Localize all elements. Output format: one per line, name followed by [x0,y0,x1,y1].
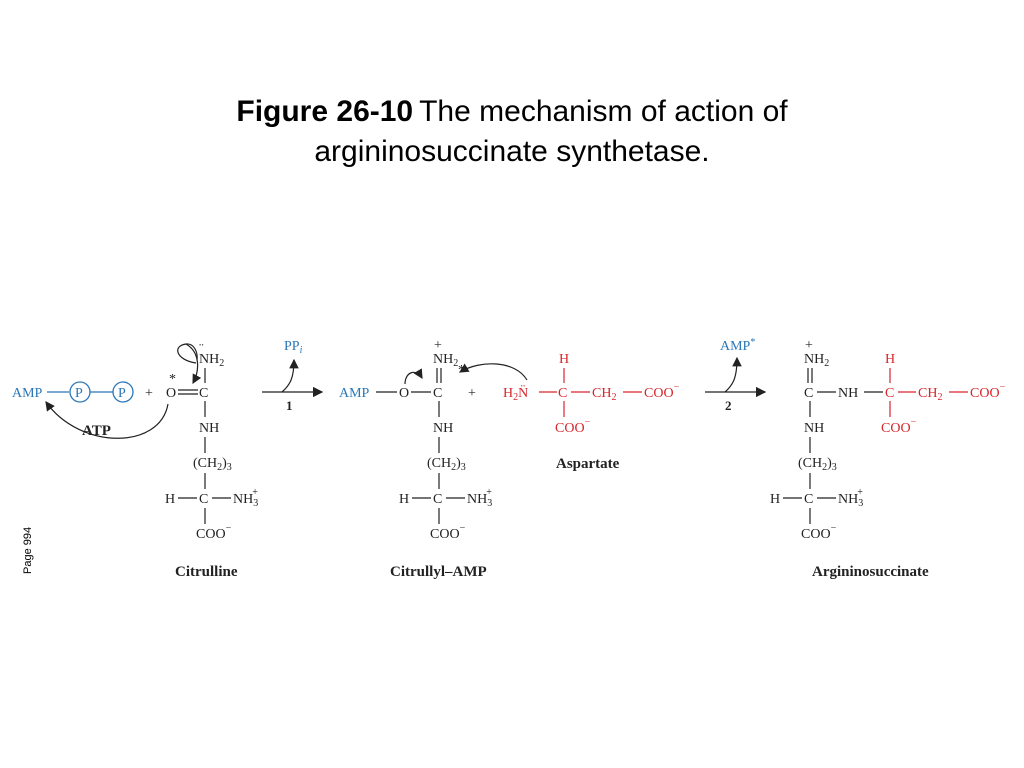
citrulline-structure: ¨ NH2 * O C NH (CH2)3 H C NH3+ COO− [165,342,258,542]
citrullyl-amp-o: O [399,386,409,401]
citrullyl-amp-ch2: (CH2)3 [427,456,466,473]
citrulline-h: H [165,492,175,507]
atp-group: AMP P P [12,381,134,403]
aspartate-structure: H H2N̈ C CH2 COO− COO− [503,352,680,436]
argsucc-alpha-c: C [804,492,813,507]
step1-number: 1 [286,398,293,413]
step2-branch-arrow [724,356,742,393]
curly-arrow-amp-leave [404,368,423,385]
curly-arrow-to-c [185,343,202,385]
argsucc-coo-alpha: COO− [881,417,917,436]
step2-amp: AMP* [720,337,755,354]
argsucc-nh2: NH2 [804,352,829,369]
argsucc-c-red: C [885,386,894,401]
argsucc-c: C [804,386,813,401]
argsucc-coo-side: COO− [970,382,1006,401]
aspartate-h2n: H2N̈ [503,384,528,403]
argininosuccinate-structure: + NH2 C NH H C CH2 COO− COO− NH (CH2)3 H… [770,338,1006,542]
aspartate-ch2: CH2 [592,386,616,403]
argsucc-nh3: NH3+ [838,487,863,509]
figure-caption-line2: argininosuccinate synthetase. [314,135,710,168]
argsucc-plus: + [805,338,813,353]
step1-branch-arrow [281,358,299,393]
curly-arrow-nh2 [177,343,198,364]
argsucc-ch2-chain: (CH2)3 [798,456,837,473]
aspartate-coo-side: COO− [644,382,680,401]
citrullyl-amp-structure: AMP O C + NH2 * NH (CH2)3 H C NH3+ COO− [339,338,492,542]
atp-amp: AMP [12,386,43,401]
lone-pair-dots: ¨ [199,342,204,357]
argsucc-nh-link: NH [838,386,858,401]
plus-sign-2: + [468,386,476,401]
citrulline-o: O [166,386,176,401]
citrullyl-amp-plus: + [434,338,442,353]
atp-p1: P [75,386,83,401]
aspartate-coo-alpha: COO− [555,417,591,436]
plus-sign-1: + [145,386,153,401]
citrullyl-amp-nh2: NH2 [433,352,458,369]
aspartate-c: C [558,386,567,401]
curly-arrow-aspartate-attack [458,363,528,381]
figure-number: Figure 26-10 [236,95,414,128]
citrulline-label: Citrulline [175,564,238,580]
atp-label: ATP [82,423,111,439]
citrullyl-amp-amp: AMP [339,386,370,401]
citrullyl-amp-alpha-c: C [433,492,442,507]
citrulline-nh3: NH3+ [233,487,258,509]
atp-p2: P [118,386,126,401]
argsucc-nh: NH [804,421,824,436]
argininosuccinate-label: Argininosuccinate [812,564,929,580]
argsucc-h: H [770,492,780,507]
aspartate-h: H [559,352,569,367]
citrullyl-amp-nh: NH [433,421,453,436]
phosphate-circle-2 [112,381,134,403]
citrulline-ch2: (CH2)3 [193,456,232,473]
citrulline-c: C [199,386,208,401]
citrullyl-amp-label: Citrullyl–AMP [390,564,487,580]
step1-ppi: PPi [284,339,303,356]
citrulline-coo: COO− [196,523,232,542]
argsucc-h-red: H [885,352,895,367]
citrullyl-amp-nh3: NH3+ [467,487,492,509]
citrullyl-amp-h: H [399,492,409,507]
citrulline-nh: NH [199,421,219,436]
step2-number: 2 [725,398,732,413]
figure-caption-line1: The mechanism of action of [419,95,788,128]
citrulline-asterisk: * [169,372,176,387]
curly-arrow-o-to-atp [45,401,169,439]
citrullyl-amp-coo: COO− [430,523,466,542]
citrullyl-amp-c: C [433,386,442,401]
citrulline-nh2: NH2 [199,352,224,369]
citrulline-alpha-c: C [199,492,208,507]
argsucc-coo: COO− [801,523,837,542]
argsucc-ch2: CH2 [918,386,942,403]
aspartate-label: Aspartate [556,456,620,472]
